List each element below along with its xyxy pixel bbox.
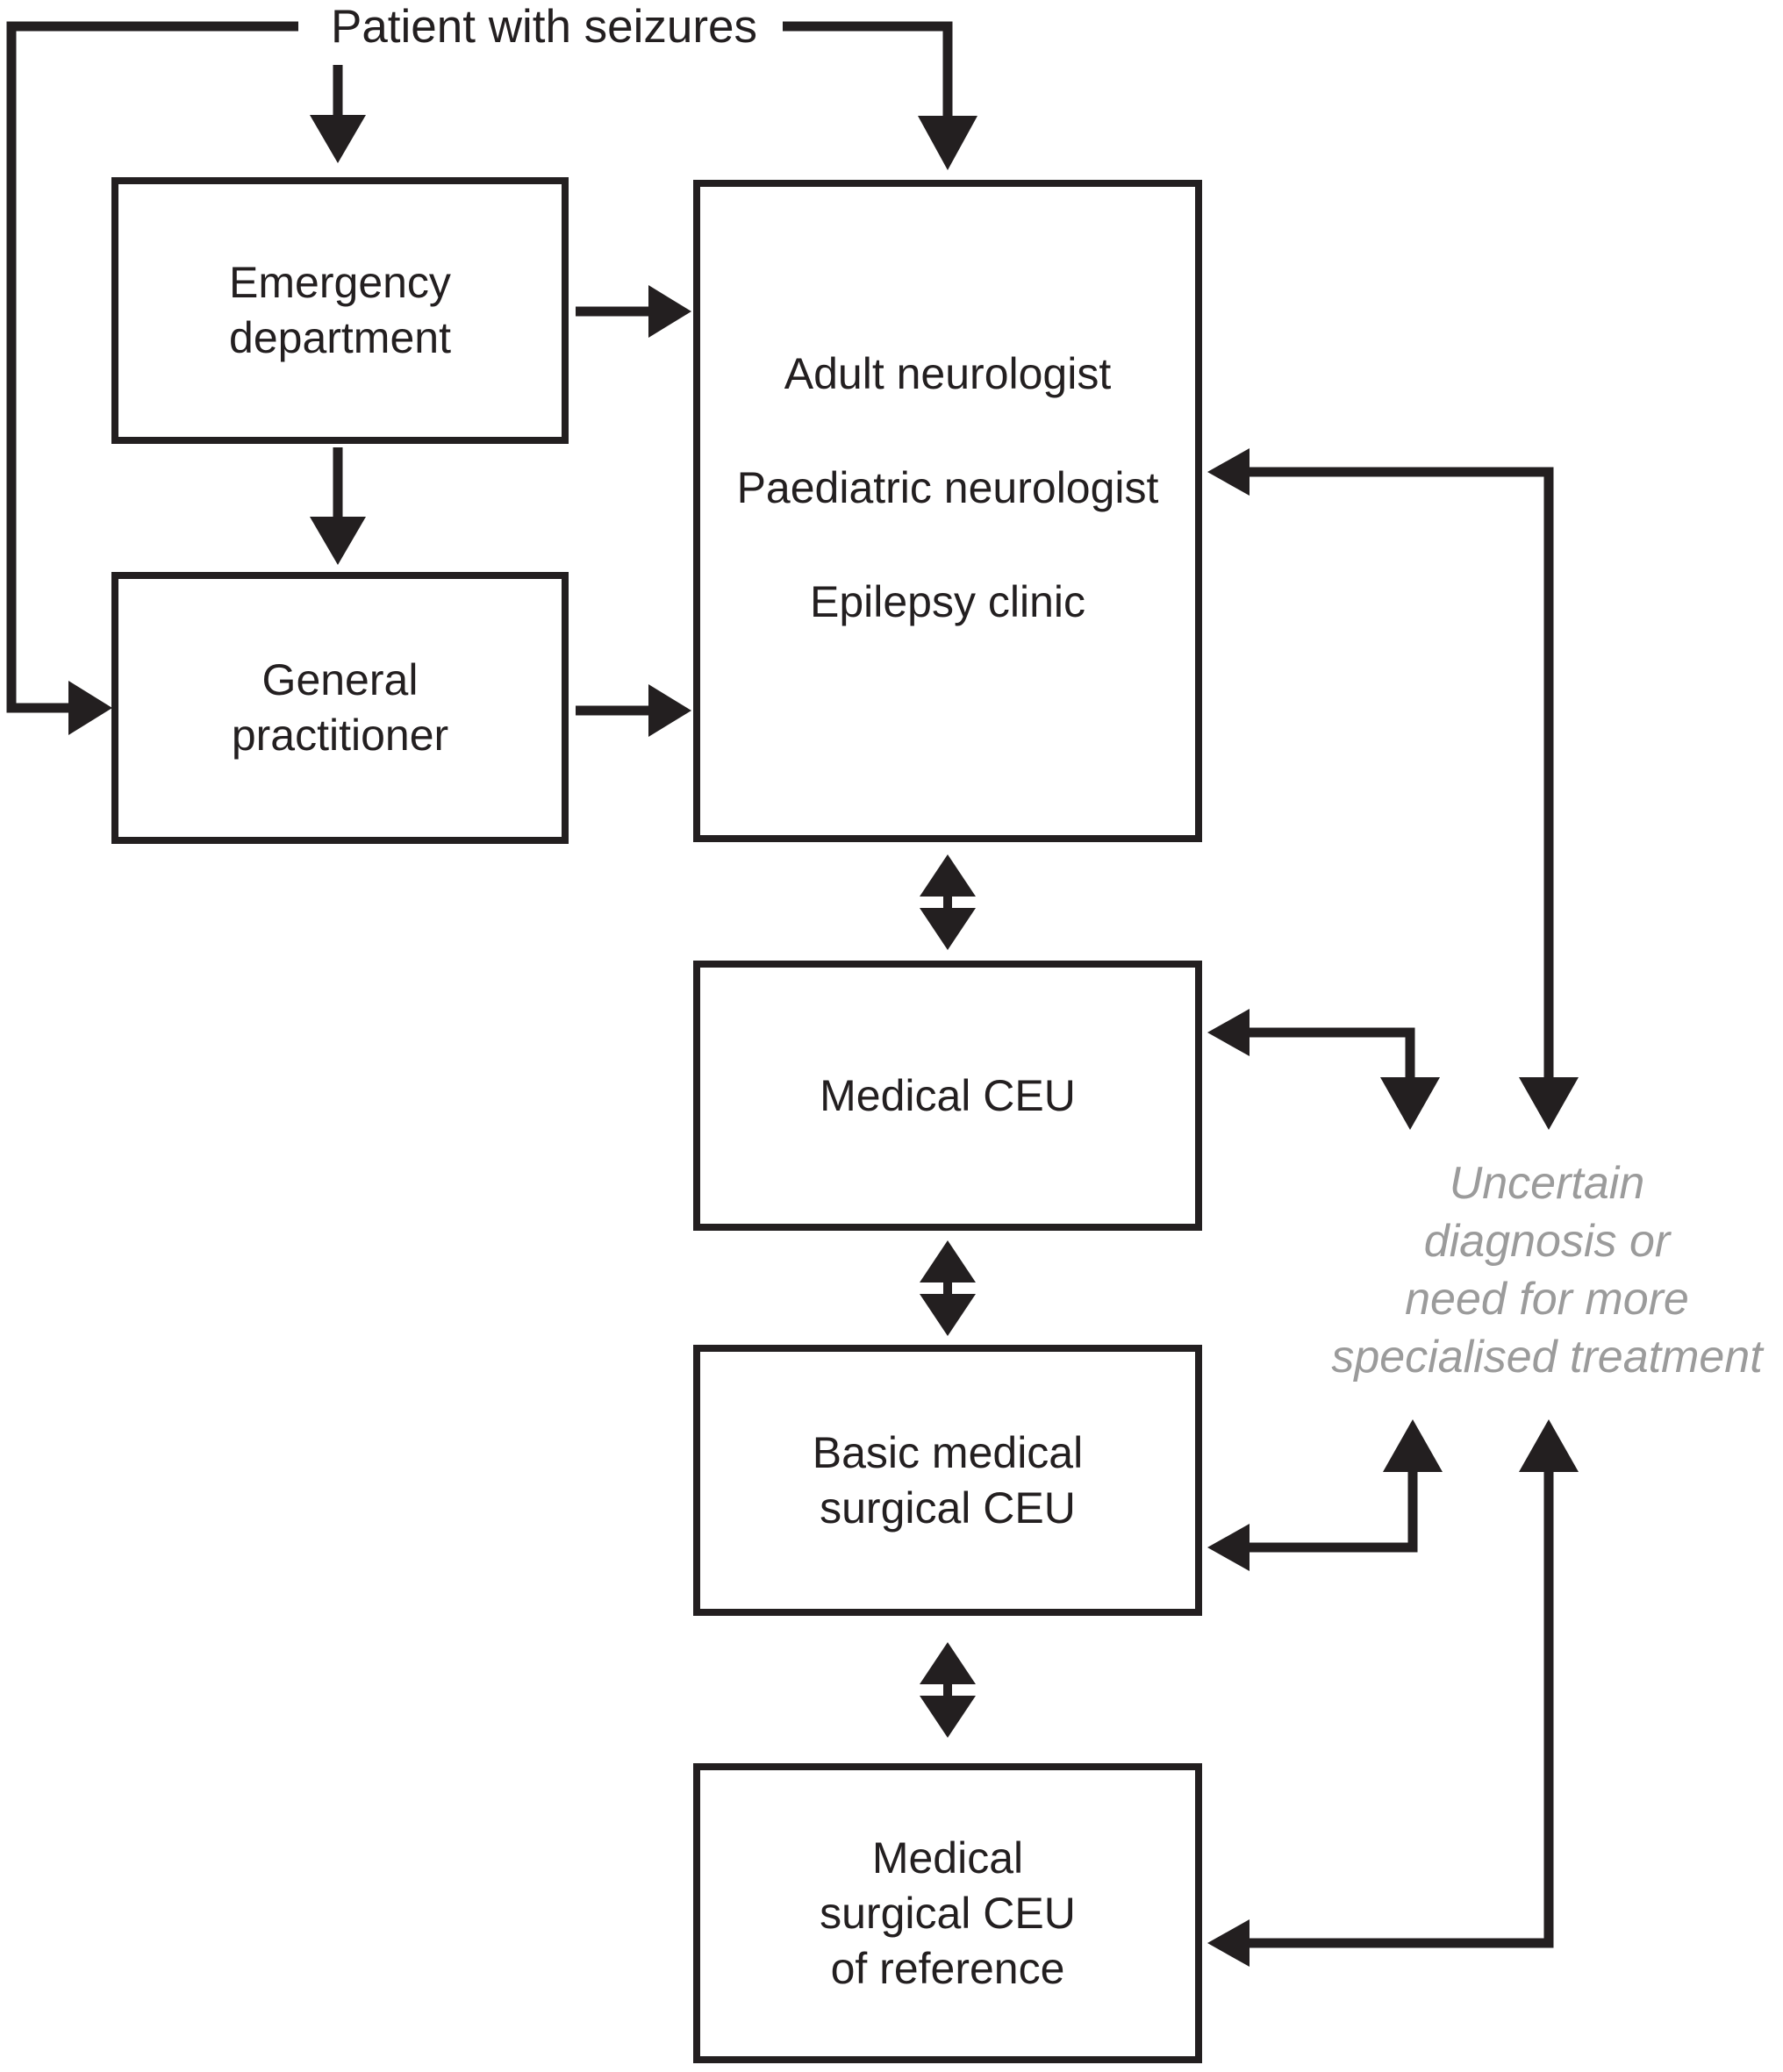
node-gp-label: General practitioner — [231, 655, 449, 760]
double-arrow-1-up — [920, 854, 976, 897]
node-neurology-label: Adult neurologist Paediatric neurologist… — [736, 349, 1159, 626]
double-arrow-2-up — [920, 1240, 976, 1282]
node-basic-medical-surgical-ceu: Basic medical surgical CEU — [693, 1345, 1202, 1616]
node-emergency-label: Emergency department — [229, 258, 451, 362]
arrowhead-emergency-into-neurology — [648, 285, 691, 338]
edge-patient-to-gp-line — [6, 21, 298, 713]
node-patient-label: Patient with seizures — [330, 0, 758, 53]
double-arrow-2-down — [920, 1294, 976, 1336]
node-general-practitioner: General practitioner — [111, 572, 569, 844]
uncertain-diagnosis-annotation: Uncertain diagnosis or need for more spe… — [1331, 1158, 1763, 1383]
double-arrow-1-stem — [943, 895, 952, 908]
arrowhead-gp-into-neurology — [648, 684, 691, 737]
arrowhead-into-gp-left — [68, 681, 112, 735]
arrowhead-return-into-reference-ceu — [1207, 1919, 1250, 1967]
node-reference-ceu-label: Medical surgical CEU of reference — [820, 1833, 1076, 1993]
return-basic-ceu-line — [1248, 1472, 1418, 1553]
node-medical-ceu: Medical CEU — [693, 961, 1202, 1231]
node-medical-ceu-label: Medical CEU — [820, 1070, 1076, 1120]
double-arrow-3-down — [920, 1696, 976, 1738]
arrowhead-into-neurology-top — [918, 116, 977, 170]
arrowhead-return-medical-ceu-down — [1380, 1077, 1440, 1130]
return-medical-ceu-line — [1248, 1027, 1415, 1077]
arrowhead-return-neurology-down — [1519, 1077, 1579, 1130]
node-neurology-services: Adult neurologist Paediatric neurologist… — [693, 180, 1202, 842]
double-arrow-1-down — [920, 908, 976, 950]
arrowhead-into-emergency — [310, 115, 366, 163]
node-basic-ceu-label: Basic medical surgical CEU — [812, 1427, 1084, 1533]
double-arrow-3-up — [920, 1642, 976, 1684]
arrowhead-return-reference-ceu-up — [1519, 1419, 1579, 1472]
arrowhead-return-basic-ceu-up — [1383, 1419, 1443, 1472]
node-emergency-department: Emergency department — [111, 177, 569, 444]
double-arrow-3-stem — [943, 1683, 952, 1696]
arrowhead-into-gp-top — [310, 517, 366, 565]
arrowhead-return-into-medical-ceu — [1207, 1009, 1250, 1056]
double-arrow-2-stem — [943, 1281, 952, 1294]
return-reference-ceu-line — [1248, 1472, 1554, 1948]
arrowhead-return-into-neurology — [1207, 448, 1250, 496]
node-medical-surgical-ceu-of-reference: Medical surgical CEU of reference — [693, 1763, 1202, 2063]
edge-patient-to-neurology-line — [783, 21, 953, 116]
return-neurology-line — [1248, 467, 1554, 1077]
arrowhead-return-into-basic-ceu — [1207, 1524, 1250, 1571]
